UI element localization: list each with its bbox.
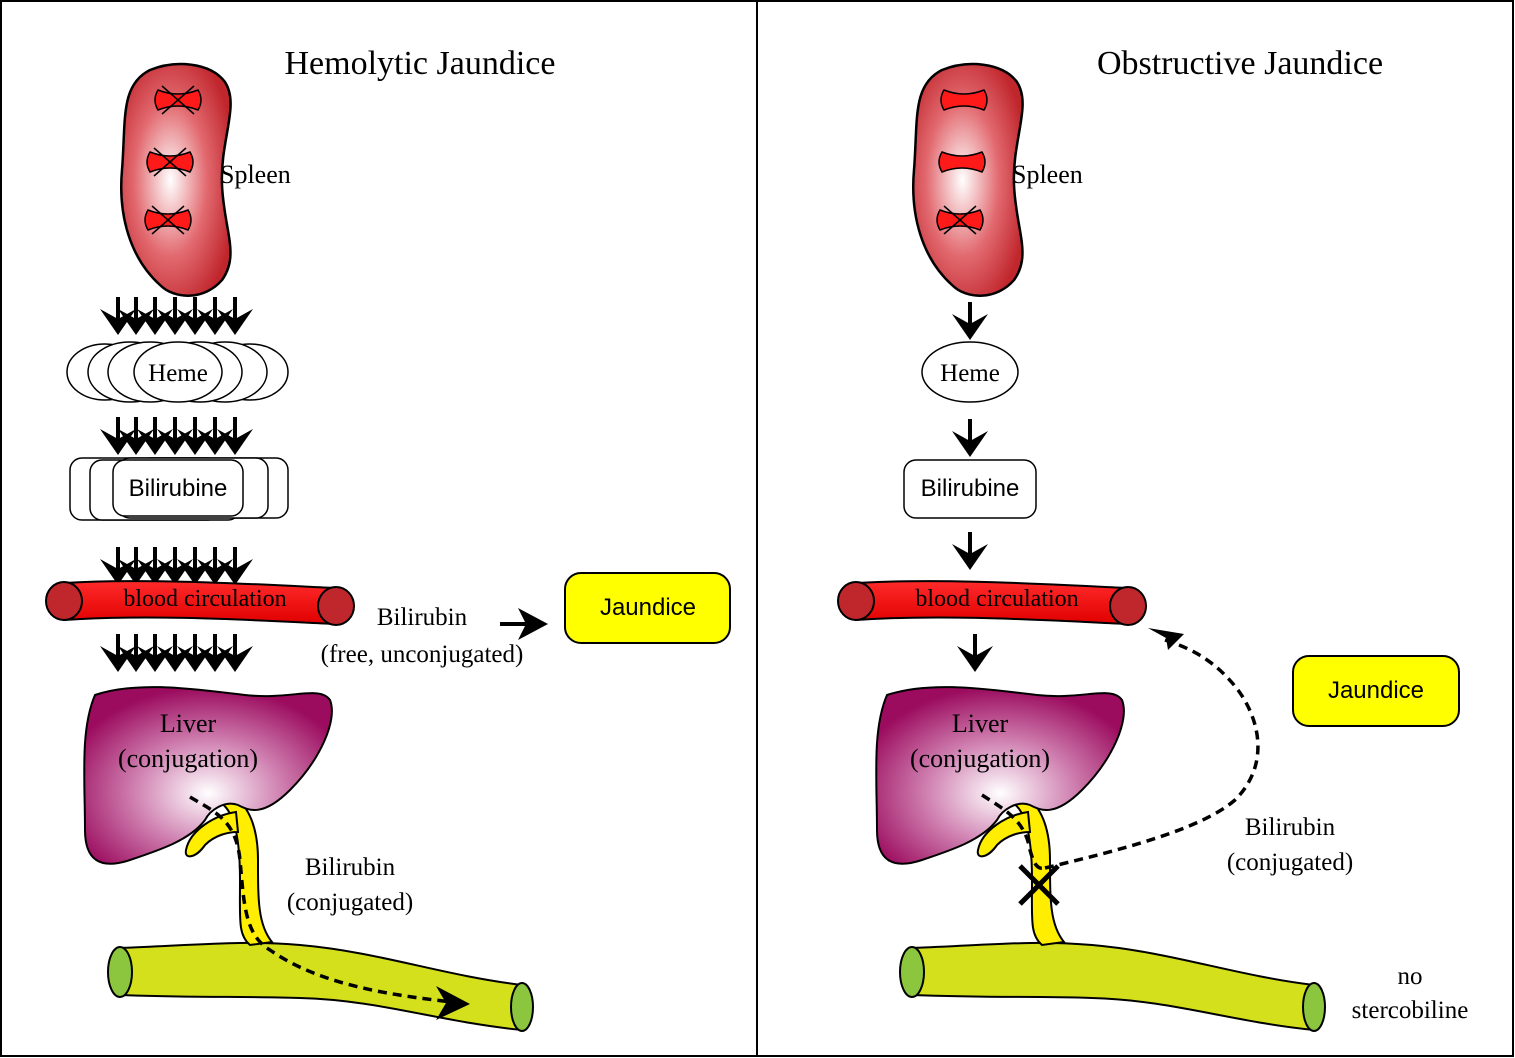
bilirubine-label-right: Bilirubine [921, 475, 1020, 502]
bilirubine-stack [69, 457, 289, 521]
hemolytic-panel: Hemolytic Jaundice Spleen [45, 45, 731, 1032]
liver-label-right-2: (conjugation) [910, 744, 1050, 773]
rbc-destroyed-right [936, 205, 984, 235]
liver-label-right-1: Liver [952, 709, 1009, 738]
reflux-arrowhead [1148, 628, 1184, 650]
no-stercobiline-label-2: stercobiline [1352, 997, 1469, 1024]
heme-label-left: Heme [148, 360, 208, 387]
obstructive-title: Obstructive Jaundice [1097, 45, 1383, 82]
arrow-spleen-heme-right [950, 300, 990, 342]
heme-node-right [921, 341, 1019, 403]
arrow-blood-liver-right [955, 632, 995, 674]
jaundice-label-right: Jaundice [1328, 677, 1424, 704]
liver-label-left-2: (conjugation) [118, 744, 258, 773]
blood-vessel-right [837, 580, 1147, 626]
jaundice-label-left: Jaundice [600, 594, 696, 621]
heme-label-right: Heme [940, 360, 1000, 387]
obstructive-panel: Obstructive Jaundice Spleen Heme Bilirub… [837, 45, 1469, 1032]
obstruction-cross [1018, 864, 1060, 906]
blood-vessel-left [45, 580, 355, 626]
spleen-label-right: Spleen [1012, 160, 1083, 189]
spleen-label-left: Spleen [220, 160, 291, 189]
bilirubin-reflux-path [1044, 638, 1260, 870]
bilirubin-conj-label-right-1: Bilirubin [1245, 814, 1336, 841]
liver-label-left-1: Liver [160, 709, 217, 738]
panel-right-frame [756, 0, 1514, 1057]
blood-label-left: blood circulation [123, 586, 286, 612]
bilirubin-conj-label-left-2: (conjugated) [287, 889, 413, 916]
no-stercobiline-label-1: no [1398, 963, 1423, 990]
bilirubine-label-left: Bilirubine [129, 475, 228, 502]
hemolytic-title: Hemolytic Jaundice [285, 45, 556, 82]
bilirubin-conj-label-left-1: Bilirubin [305, 854, 396, 881]
jaundice-box-right [1292, 655, 1460, 727]
bilirubin-flow-duct-right [981, 793, 1046, 871]
rbc-destroyed-1 [154, 85, 202, 115]
arrow-cluster-heme-bilirubine [98, 415, 255, 457]
arrow-to-jaundice-left [500, 608, 548, 640]
bilirubine-node-right [903, 459, 1037, 519]
intestine-right [899, 941, 1326, 1032]
bilirubin-free-label-2: (free, unconjugated) [321, 641, 524, 668]
arrow-bilirubine-blood-right [950, 530, 990, 572]
flow-arrowhead-left [436, 986, 470, 1020]
arrow-cluster-blood-liver [98, 632, 255, 674]
spleen-organ [120, 62, 232, 297]
arrow-cluster-spleen-heme [98, 295, 255, 337]
arrow-cluster-bilirubine-blood [98, 545, 255, 587]
heme-stack [66, 341, 289, 403]
rbc-destroyed-2 [146, 147, 194, 177]
bilirubin-conj-label-right-2: (conjugated) [1227, 849, 1353, 876]
arrow-heme-bilirubine-right [950, 417, 990, 459]
blood-label-right: blood circulation [915, 586, 1078, 612]
bilirubin-flow-path-left [189, 795, 453, 1004]
bilirubin-free-label-1: Bilirubin [377, 604, 468, 631]
rbc-destroyed-3 [144, 205, 192, 235]
intestine-left [107, 941, 534, 1032]
spleen-organ-right [912, 62, 1024, 297]
gallbladder-left [184, 810, 240, 858]
jaundice-box-left [564, 572, 731, 644]
